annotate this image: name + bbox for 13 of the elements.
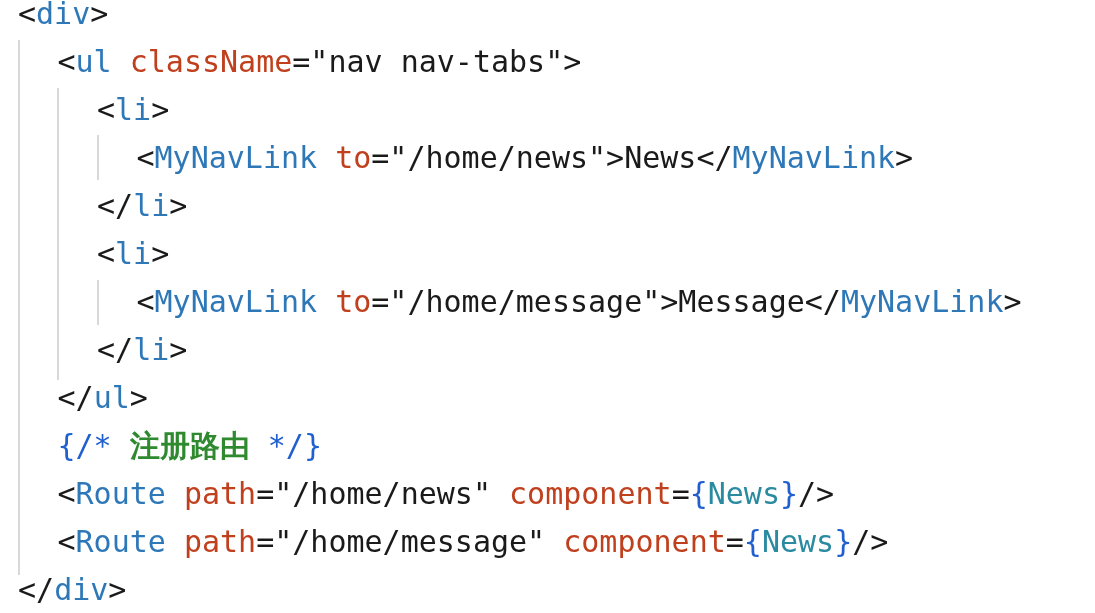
code-line: <MyNavLink to="/home/message">Message</MyNavLink>	[136, 283, 1022, 321]
code-comment: {/* 注册路由 */}	[57, 427, 322, 465]
code-line: </li>	[97, 187, 188, 225]
code-line: </ul>	[57, 379, 148, 417]
code-line: <li>	[97, 235, 170, 273]
code-line: <div>	[18, 0, 109, 33]
code-line: </li>	[97, 331, 188, 369]
code-line: <MyNavLink to="/home/news">News</MyNavLink>	[136, 139, 914, 177]
code-line: <li>	[97, 91, 170, 129]
code-line: <ul className="nav nav-tabs">	[57, 43, 582, 81]
code-line: <Route path="/home/news" component={News}/>	[57, 475, 835, 513]
code-line: <Route path="/home/message" component={News}/>	[57, 523, 889, 561]
code-line: </div>	[18, 571, 127, 609]
